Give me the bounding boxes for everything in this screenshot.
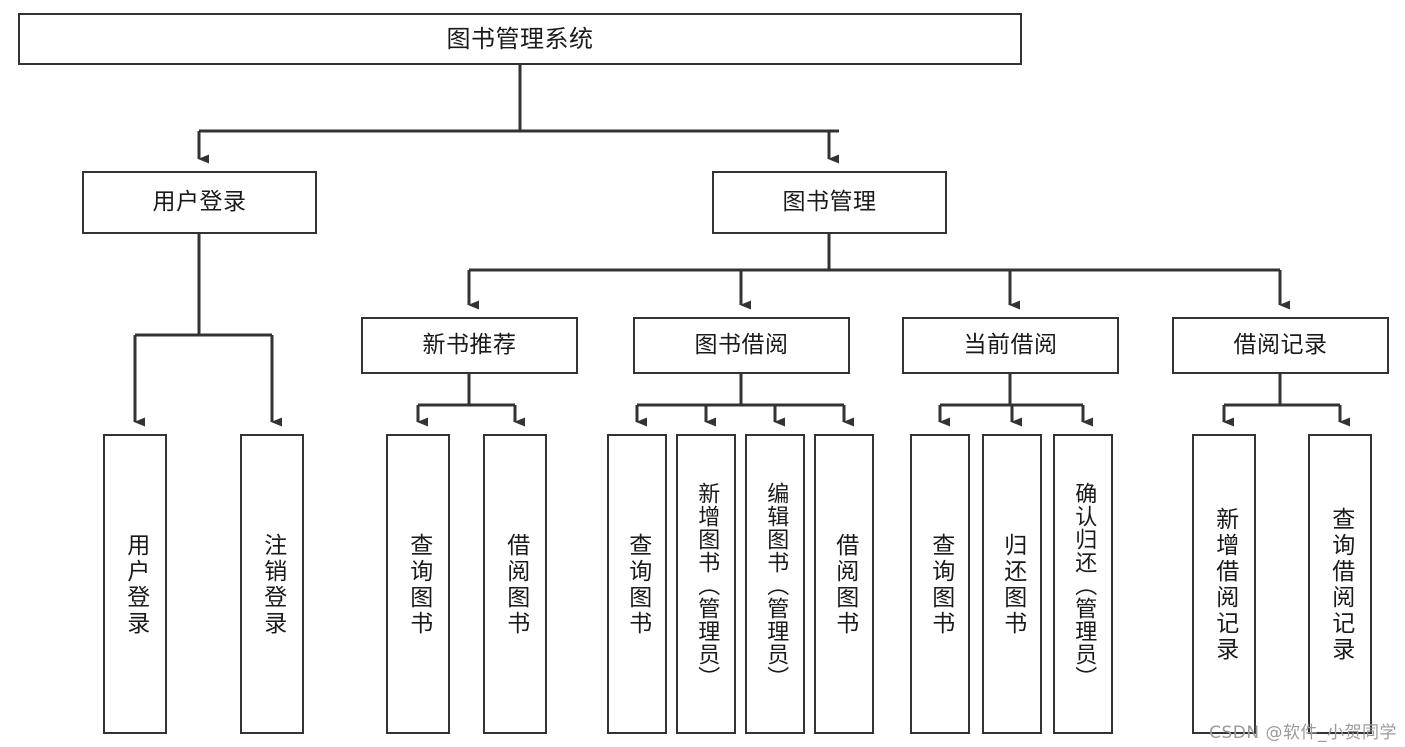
- node-book-borrow[interactable]: 图书借阅: [633, 317, 850, 374]
- node-label: 借阅图书: [502, 533, 529, 637]
- node-new-book-recommend[interactable]: 新书推荐: [361, 317, 578, 374]
- watermark-text: CSDN @软件_小贺同学: [1209, 723, 1397, 743]
- node-label: 新书推荐: [422, 331, 517, 358]
- leaf-node-query-borrow-record[interactable]: 查询借阅记录: [1308, 434, 1372, 734]
- leaf-node-query-book-rec[interactable]: 查询图书: [386, 434, 450, 734]
- node-label: 用户登录: [152, 188, 247, 215]
- leaf-node-return-book[interactable]: 归还图书: [982, 434, 1042, 734]
- node-label: 借阅图书: [831, 533, 858, 637]
- node-user-login[interactable]: 用户登录: [82, 171, 317, 234]
- node-current-borrow[interactable]: 当前借阅: [902, 317, 1119, 374]
- node-label: 新增图书（管理员）: [694, 481, 720, 689]
- node-label: 确认归还（管理员）: [1071, 481, 1097, 689]
- leaf-node-add-borrow-record[interactable]: 新增借阅记录: [1192, 434, 1256, 734]
- leaf-node-add-book-admin[interactable]: 新增图书（管理员）: [676, 434, 736, 734]
- node-label: 查询图书: [927, 533, 954, 637]
- node-label: 图书管理系统: [446, 24, 594, 53]
- leaf-node-confirm-return-admin[interactable]: 确认归还（管理员）: [1053, 434, 1113, 734]
- node-label: 图书管理: [782, 188, 877, 215]
- leaf-node-borrow-book-rec[interactable]: 借阅图书: [483, 434, 547, 734]
- node-label: 归还图书: [999, 533, 1026, 637]
- node-label: 查询图书: [624, 533, 651, 637]
- leaf-node-query-book-borrow[interactable]: 查询图书: [607, 434, 667, 734]
- node-label: 查询借阅记录: [1327, 507, 1354, 663]
- node-borrow-record[interactable]: 借阅记录: [1172, 317, 1389, 374]
- node-label: 图书借阅: [694, 331, 789, 358]
- node-label: 新增借阅记录: [1211, 507, 1238, 663]
- node-root-system[interactable]: 图书管理系统: [18, 13, 1022, 65]
- leaf-node-query-book-current[interactable]: 查询图书: [910, 434, 970, 734]
- node-label: 注销登录: [259, 533, 286, 637]
- node-label: 当前借阅: [963, 331, 1058, 358]
- leaf-node-edit-book-admin[interactable]: 编辑图书（管理员）: [745, 434, 805, 734]
- node-label: 用户登录: [122, 533, 149, 637]
- node-book-manage[interactable]: 图书管理: [712, 171, 947, 234]
- node-label: 查询图书: [405, 533, 432, 637]
- node-label: 借阅记录: [1233, 331, 1328, 358]
- leaf-node-user-login[interactable]: 用户登录: [103, 434, 167, 734]
- node-label: 编辑图书（管理员）: [763, 481, 789, 689]
- leaf-node-user-logout[interactable]: 注销登录: [240, 434, 304, 734]
- leaf-node-lend-book[interactable]: 借阅图书: [814, 434, 874, 734]
